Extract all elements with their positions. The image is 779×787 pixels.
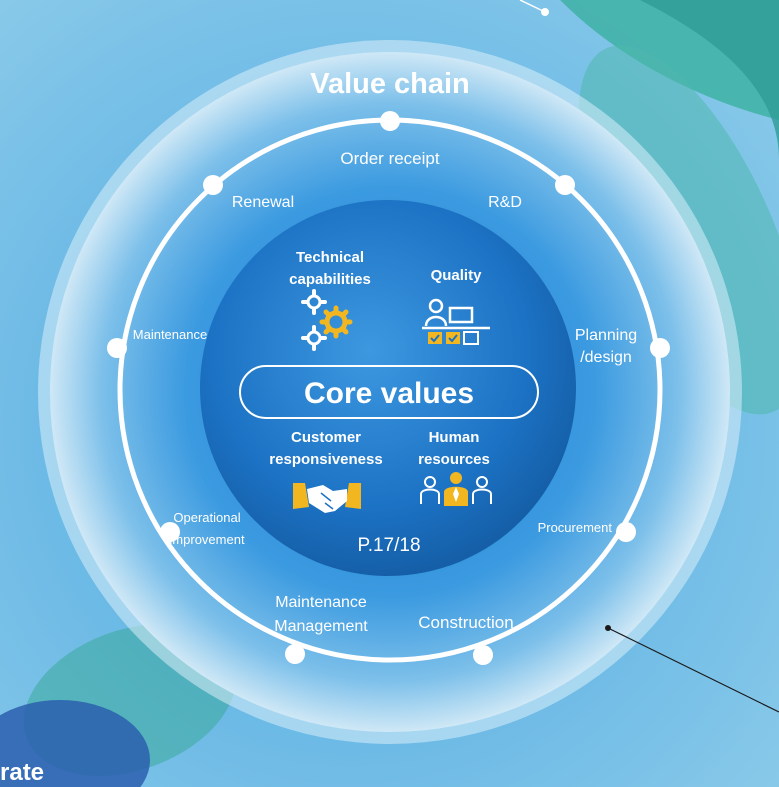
quality-inspector-icon [422, 298, 490, 345]
chain-label: /design [580, 349, 632, 366]
core-circle [200, 200, 576, 576]
chain-label: Construction [418, 613, 513, 632]
pointer-line [605, 625, 779, 713]
ring-node [107, 338, 127, 358]
chain-label: Procurement [538, 520, 613, 535]
chain-label: Maintenance [275, 594, 367, 611]
core-item-label: resources [418, 451, 490, 468]
chain-label: Operational [173, 510, 240, 525]
chain-label: Management [274, 618, 368, 635]
core-item-label: Quality [431, 267, 483, 284]
core-item-label: Human [429, 429, 480, 446]
ring-node [380, 111, 400, 131]
core-values-pill [239, 365, 539, 419]
ring-node [203, 175, 223, 195]
page-reference: P.17/18 [357, 535, 420, 556]
chain-label: Maintenance [133, 327, 207, 342]
chain-label: improvement [169, 532, 245, 547]
value-chain-title: Value chain [310, 68, 470, 100]
chain-label: R&D [488, 194, 522, 211]
chain-label: Order receipt [340, 149, 439, 168]
gears-icon [301, 289, 353, 351]
core-values-title: Core values [304, 377, 474, 410]
core-item-label: Customer [291, 429, 361, 446]
ring-node [616, 522, 636, 542]
ring-node [650, 338, 670, 358]
core-item-label: capabilities [289, 271, 371, 288]
ring-nodes [107, 111, 670, 665]
chain-label: Planning [575, 327, 637, 344]
ring-node [555, 175, 575, 195]
core-item-label: responsiveness [269, 451, 382, 468]
ring-node [160, 522, 180, 542]
people-group-icon [420, 472, 492, 506]
ring-node [285, 644, 305, 664]
chain-label: Renewal [232, 194, 294, 211]
handshake-icon [293, 483, 361, 513]
corner-text: rate [0, 759, 44, 786]
ring-node [473, 645, 493, 665]
core-item-label: Technical [296, 249, 364, 266]
